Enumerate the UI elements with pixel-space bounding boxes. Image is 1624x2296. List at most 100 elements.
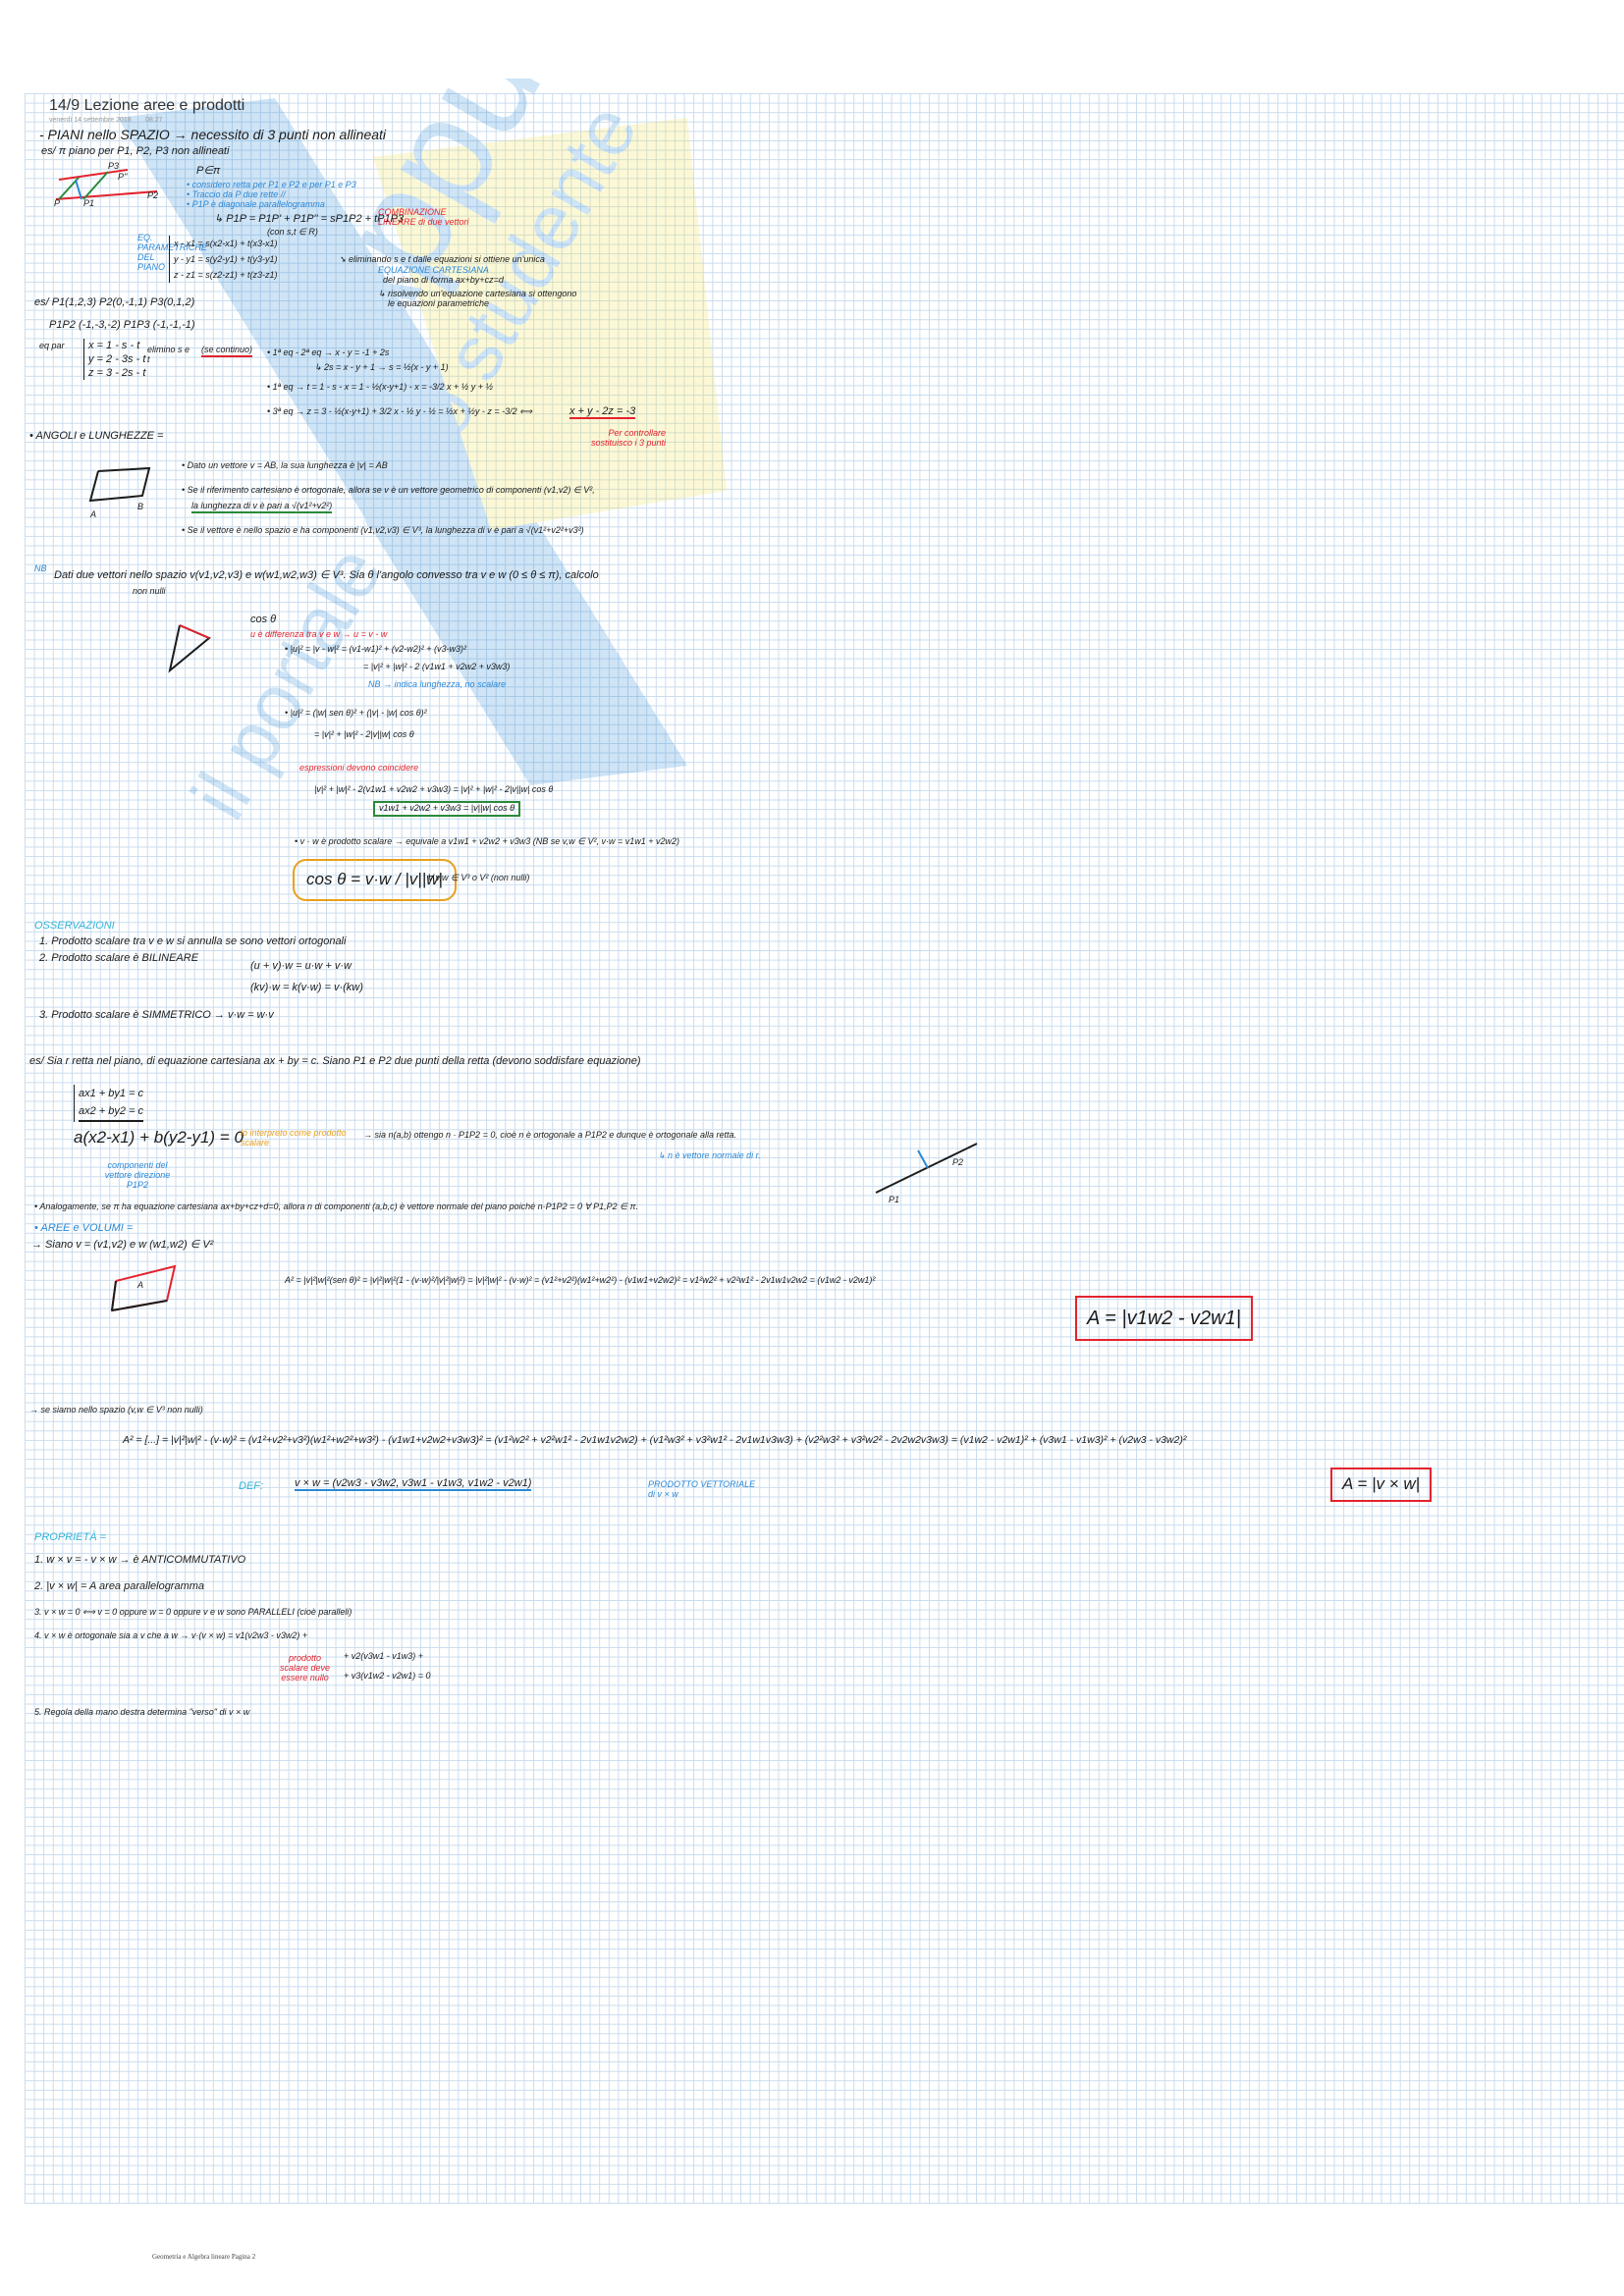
fig-label-p: P xyxy=(54,198,61,208)
system-line: x - x1 = s(x2-x1) + t(x3-x1) xyxy=(174,239,278,248)
piani-heading: - PIANI nello SPAZIO → necessito di 3 pu… xyxy=(39,127,387,142)
system-line: ax1 + by1 = c xyxy=(79,1088,144,1099)
angle-definition: Dati due vettori nello spazio v(v1,v2,v3… xyxy=(54,569,599,581)
system-line: x = 1 - s - t xyxy=(88,340,140,351)
system-line: z = 3 - 2s - t xyxy=(88,367,146,379)
bilinear-eq: (u + v)·w = u·w + v·w xyxy=(250,960,352,972)
piani-bullet: • considero retta per P1 e P2 e per P1 e… xyxy=(187,180,356,189)
scalar-product-note: • v · w è prodotto scalare → equivale a … xyxy=(295,836,679,846)
property-cont: + v3(v1w2 - v2w1) = 0 xyxy=(344,1671,431,1681)
cartesian-form: del piano di forma ax+by+cz=d xyxy=(383,275,504,285)
line-figure xyxy=(875,1143,978,1194)
cross-product-note: PRODOTTO VETTORIALE di v × w xyxy=(648,1479,756,1499)
interpret-note: lo interpreto come prodotto scalare xyxy=(241,1128,347,1148)
p-in-plane: P∈π xyxy=(196,165,221,177)
area-3d-formula: A² = [...] = |v|²|w|² - (v·w)² = (v1²+v2… xyxy=(123,1434,1187,1446)
eq-line: = |v|² + |w|² - 2 (v1w1 + v2w2 + v3w3) xyxy=(363,662,511,671)
property-item: 3. v × w = 0 ⟺ v = 0 oppure w = 0 oppure… xyxy=(34,1607,352,1617)
grid-paper xyxy=(25,93,1624,2204)
difference-note: u è differenza tra v e w → u = v - w xyxy=(250,629,388,639)
example2-text: es/ Sia r retta nel piano, di equazione … xyxy=(29,1055,641,1067)
page-date: venerdì 14 settembre 2018 xyxy=(49,117,132,124)
fig-label-p3: P3 xyxy=(108,161,120,171)
fig-label-p2: P2 xyxy=(952,1157,964,1167)
area-2d-result: A = |v1w2 - v2w1| xyxy=(1075,1296,1253,1341)
angoli-bullet: • Dato un vettore v = AB, la sua lunghez… xyxy=(182,460,388,470)
solve-note: ↳ risolvendo un'equazione cartesiana si … xyxy=(378,289,577,298)
analog-note: • Analogamente, se π ha equazione cartes… xyxy=(34,1201,638,1211)
cos-formula-box: cos θ = v·w / |v||w| xyxy=(293,859,457,901)
eq-line: |v|² + |w|² - 2(v1w1 + v2w2 + v3w3) = |v… xyxy=(314,784,554,794)
system-line: ax2 + by2 = c xyxy=(79,1102,144,1122)
eqpar-label: eq par xyxy=(39,341,65,350)
param-system: x - x1 = s(x2-x1) + t(x3-x1) y - y1 = s(… xyxy=(169,236,278,283)
coincide-note: espressioni devono coincidere xyxy=(299,763,419,773)
fig-label-p1: P1 xyxy=(889,1195,900,1204)
example-points: es/ P1(1,2,3) P2(0,-1,1) P3(0,1,2) xyxy=(34,296,195,308)
property-item: 5. Regola della mano destra determina "v… xyxy=(34,1707,250,1717)
nb-note: NB → indica lunghezza, no scalare xyxy=(368,679,507,689)
eq-line: = |v|² + |w|² - 2|v||w| cos θ xyxy=(314,729,414,739)
step: • 1ª eq → t = 1 - s - x = 1 - ½(x-y+1) -… xyxy=(267,382,494,392)
angoli-bullet: • Se il riferimento cartesiano è ortogon… xyxy=(182,485,595,495)
normal-vector-note: ↳ n è vettore normale di r. xyxy=(658,1150,761,1160)
system-line: y - y1 = s(y2-y1) + t(y3-y1) xyxy=(174,254,278,264)
observation-item: 3. Prodotto scalare è SIMMETRICO → v·w =… xyxy=(39,1009,274,1021)
eq-boxed: v1w1 + v2w2 + v3w3 = |v||w| cos θ xyxy=(373,801,521,817)
piani-bullet: • P1P è diagonale parallelogramma xyxy=(187,199,325,209)
property-cont: + v2(v3w1 - v1w3) + xyxy=(344,1651,424,1661)
area-2d-formula: A² = |v|²|w|²(sen θ)² = |v|²|w|²(1 - (v·… xyxy=(285,1275,876,1285)
page-footer: Geometria e Algebra lineare Pagina 2 xyxy=(152,2253,256,2261)
fig-label-area: A xyxy=(137,1280,144,1290)
non-nulli-note: non nulli xyxy=(133,586,166,596)
comb-lineare-note: COMBINAZIONE LINEARE di due vettori xyxy=(378,207,469,227)
fig-label-p2prime: P'' xyxy=(118,172,128,182)
components-note: componenti del vettore direzione P1P2 xyxy=(104,1160,171,1190)
eq-line: • |u|² = (|w| sen θ)² + (|v| - |w| cos θ… xyxy=(285,708,427,718)
example-system: x = 1 - s - t y = 2 - 3s - t z = 3 - 2s … xyxy=(83,339,145,380)
def-label: DEF: xyxy=(239,1480,264,1492)
solve-note2: le equazioni parametriche xyxy=(388,298,490,308)
system-line: y = 2 - 3s - t xyxy=(88,353,146,365)
observation-item: 1. Prodotto scalare tra v e w si annulla… xyxy=(39,935,347,947)
area-parallelogram-figure xyxy=(110,1264,177,1312)
nb-label: NB xyxy=(34,563,47,573)
check-note: Per controllare sostituisco i 3 punti xyxy=(590,428,666,448)
angoli-bullet: • Se il vettore è nello spazio e ha comp… xyxy=(182,525,584,535)
piani-bullet: • Traccio da P due rette // xyxy=(187,189,286,199)
angoli-heading: • ANGOLI e LUNGHEZZE = xyxy=(29,430,164,442)
proprieta-heading: PROPRIETÀ = xyxy=(34,1531,107,1543)
osservazioni-heading: OSSERVAZIONI xyxy=(34,920,115,932)
triangle-figure xyxy=(168,624,211,673)
vector-equation: ↳ P1P = P1P' + P1P'' = sP1P2 + tP1P3 xyxy=(214,213,405,225)
st-note: (con s,t ∈ R) xyxy=(267,227,318,237)
eq-line: • |u|² = |v - w|² = (v1-w1)² + (v2-w2)² … xyxy=(285,644,467,654)
step: ↳ 2s = x - y + 1 → s = ½(x - y + 1) xyxy=(314,362,449,372)
page-title: 14/9 Lezione aree e prodotti xyxy=(49,97,245,114)
fig-label-p2: P2 xyxy=(147,190,159,200)
param-label: EQ. PARAMETRICHE DEL PIANO xyxy=(137,233,207,272)
property-item: 2. |v × w| = A area parallelogramma xyxy=(34,1580,205,1592)
continuo-note: (se continuo) xyxy=(201,345,253,357)
parallelogram-figure xyxy=(55,169,158,200)
property-note: prodotto scalare deve essere nullo xyxy=(279,1653,331,1682)
spazio-note: → se siamo nello spazio (v,w ∈ V³ non nu… xyxy=(29,1405,203,1415)
observation-item: 2. Prodotto scalare è BILINEARE xyxy=(39,952,199,964)
eliminate-note: ➘ eliminando s e t dalle equazioni si ot… xyxy=(339,254,545,264)
vector-parallelogram-figure xyxy=(88,466,151,503)
result-equation: x + y - 2z = -3 xyxy=(569,405,636,420)
aree-heading: • AREE e VOLUMI = xyxy=(34,1222,134,1234)
fig-label-b: B xyxy=(137,502,144,511)
system-line: z - z1 = s(z2-z1) + t(z3-z1) xyxy=(174,270,278,280)
example2-conclusion: → sia n(a,b) ottengo n · P1P2 = 0, cioè … xyxy=(363,1130,737,1140)
property-item: 1. w × v = - v × w → è ANTICOMMUTATIVO xyxy=(34,1554,246,1566)
example2-difference: a(x2-x1) + b(y2-y1) = 0 xyxy=(74,1128,244,1147)
angoli-bullet-cont: la lunghezza di v è pari a √(v1²+v2²) xyxy=(191,501,333,513)
page-time: 08:27 xyxy=(145,117,163,124)
cartesian-label: EQUAZIONE CARTESIANA xyxy=(378,265,489,275)
property-item: 4. v × w è ortogonale sia a v che a w → … xyxy=(34,1630,308,1640)
piani-example: es/ π piano per P1, P2, P3 non allineati xyxy=(41,145,230,157)
bilinear-eq: (kv)·w = k(v·w) = v·(kw) xyxy=(250,982,363,993)
example2-system: ax1 + by1 = c ax2 + by2 = c xyxy=(74,1085,144,1122)
elim-note: elimino s e t xyxy=(147,345,190,364)
